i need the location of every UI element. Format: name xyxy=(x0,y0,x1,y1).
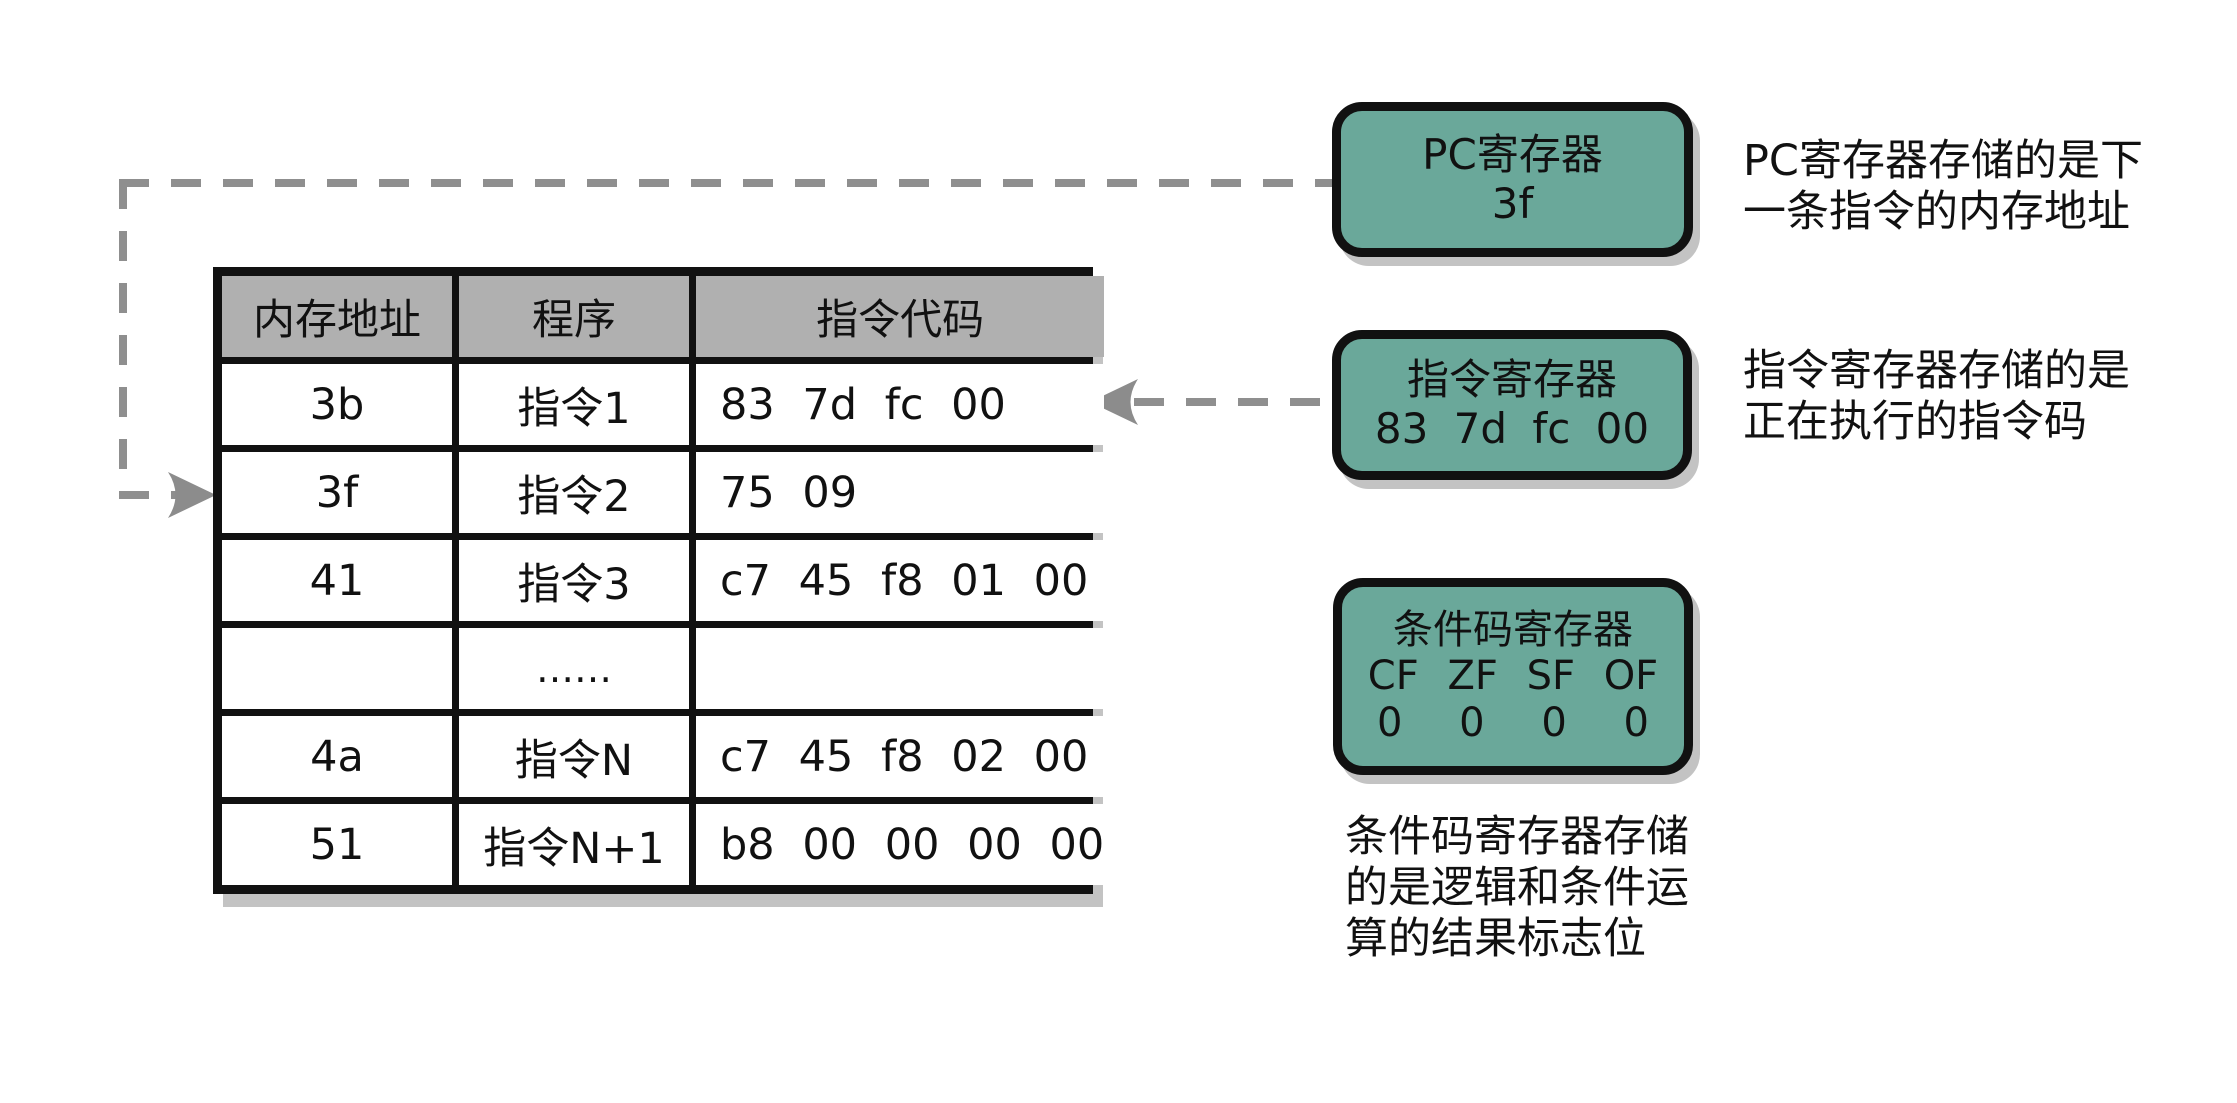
table-cell-program: 指令3 xyxy=(459,540,689,621)
condition-register-flags: CF ZF SF OF xyxy=(1367,653,1659,700)
table-cell-address: 51 xyxy=(222,804,452,885)
table-cell-code: c7 45 f8 01 00 xyxy=(696,540,1105,621)
instruction-register-title: 指令寄存器 xyxy=(1406,355,1617,405)
memory-table: 内存地址 程序 指令代码 3b 指令1 83 7d fc 00 3f 指令2 7… xyxy=(213,267,1105,894)
table-cell-address: 4a xyxy=(222,716,452,797)
table-cell-code: 75 09 xyxy=(696,452,1105,533)
table-cell-program: 指令1 xyxy=(459,364,689,445)
table-cell-address: 41 xyxy=(222,540,452,621)
pc-register-box: PC寄存器 3f xyxy=(1332,102,1693,257)
pc-register-title: PC寄存器 xyxy=(1422,129,1603,179)
instruction-register-value: 83 7d fc 00 xyxy=(1374,404,1650,453)
table-cell-address: 3b xyxy=(222,364,452,445)
table-cell-address xyxy=(222,628,452,709)
ir-arrowhead-icon xyxy=(1090,379,1138,425)
table-cell-code xyxy=(696,628,1105,709)
table-cell-code: 83 7d fc 00 xyxy=(696,364,1105,445)
pc-register-value: 3f xyxy=(1491,178,1534,228)
table-cell-program: 指令N+1 xyxy=(459,804,689,885)
pc-register-note: PC寄存器存储的是下 一条指令的内存地址 xyxy=(1743,136,2143,237)
column-header-program: 程序 xyxy=(459,276,689,357)
pc-connector-top-line xyxy=(119,179,1332,187)
instruction-register-note: 指令寄存器存储的是 正在执行的指令码 xyxy=(1743,346,2130,447)
instruction-register-box: 指令寄存器 83 7d fc 00 xyxy=(1332,330,1692,480)
ir-connector-line xyxy=(1134,398,1332,406)
column-header-code: 指令代码 xyxy=(696,276,1105,357)
column-header-address: 内存地址 xyxy=(222,276,452,357)
condition-code-register-box: 条件码寄存器 CF ZF SF OF 0 0 0 0 xyxy=(1333,578,1693,775)
pc-arrowhead-icon xyxy=(168,472,216,518)
table-cell-address: 3f xyxy=(222,452,452,533)
table-cell-code: b8 00 00 00 00 xyxy=(696,804,1105,885)
condition-register-values: 0 0 0 0 xyxy=(1377,699,1649,746)
condition-register-note: 条件码寄存器存储 的是逻辑和条件运 算的结果标志位 xyxy=(1345,812,1689,964)
pc-connector-stub-line xyxy=(119,491,177,499)
table-cell-program: 指令2 xyxy=(459,452,689,533)
pc-connector-left-line xyxy=(119,179,127,499)
condition-register-title: 条件码寄存器 xyxy=(1393,606,1633,653)
table-cell-code: c7 45 f8 02 00 xyxy=(696,716,1105,797)
table-cell-ellipsis: …… xyxy=(459,628,689,709)
table-cell-program: 指令N xyxy=(459,716,689,797)
